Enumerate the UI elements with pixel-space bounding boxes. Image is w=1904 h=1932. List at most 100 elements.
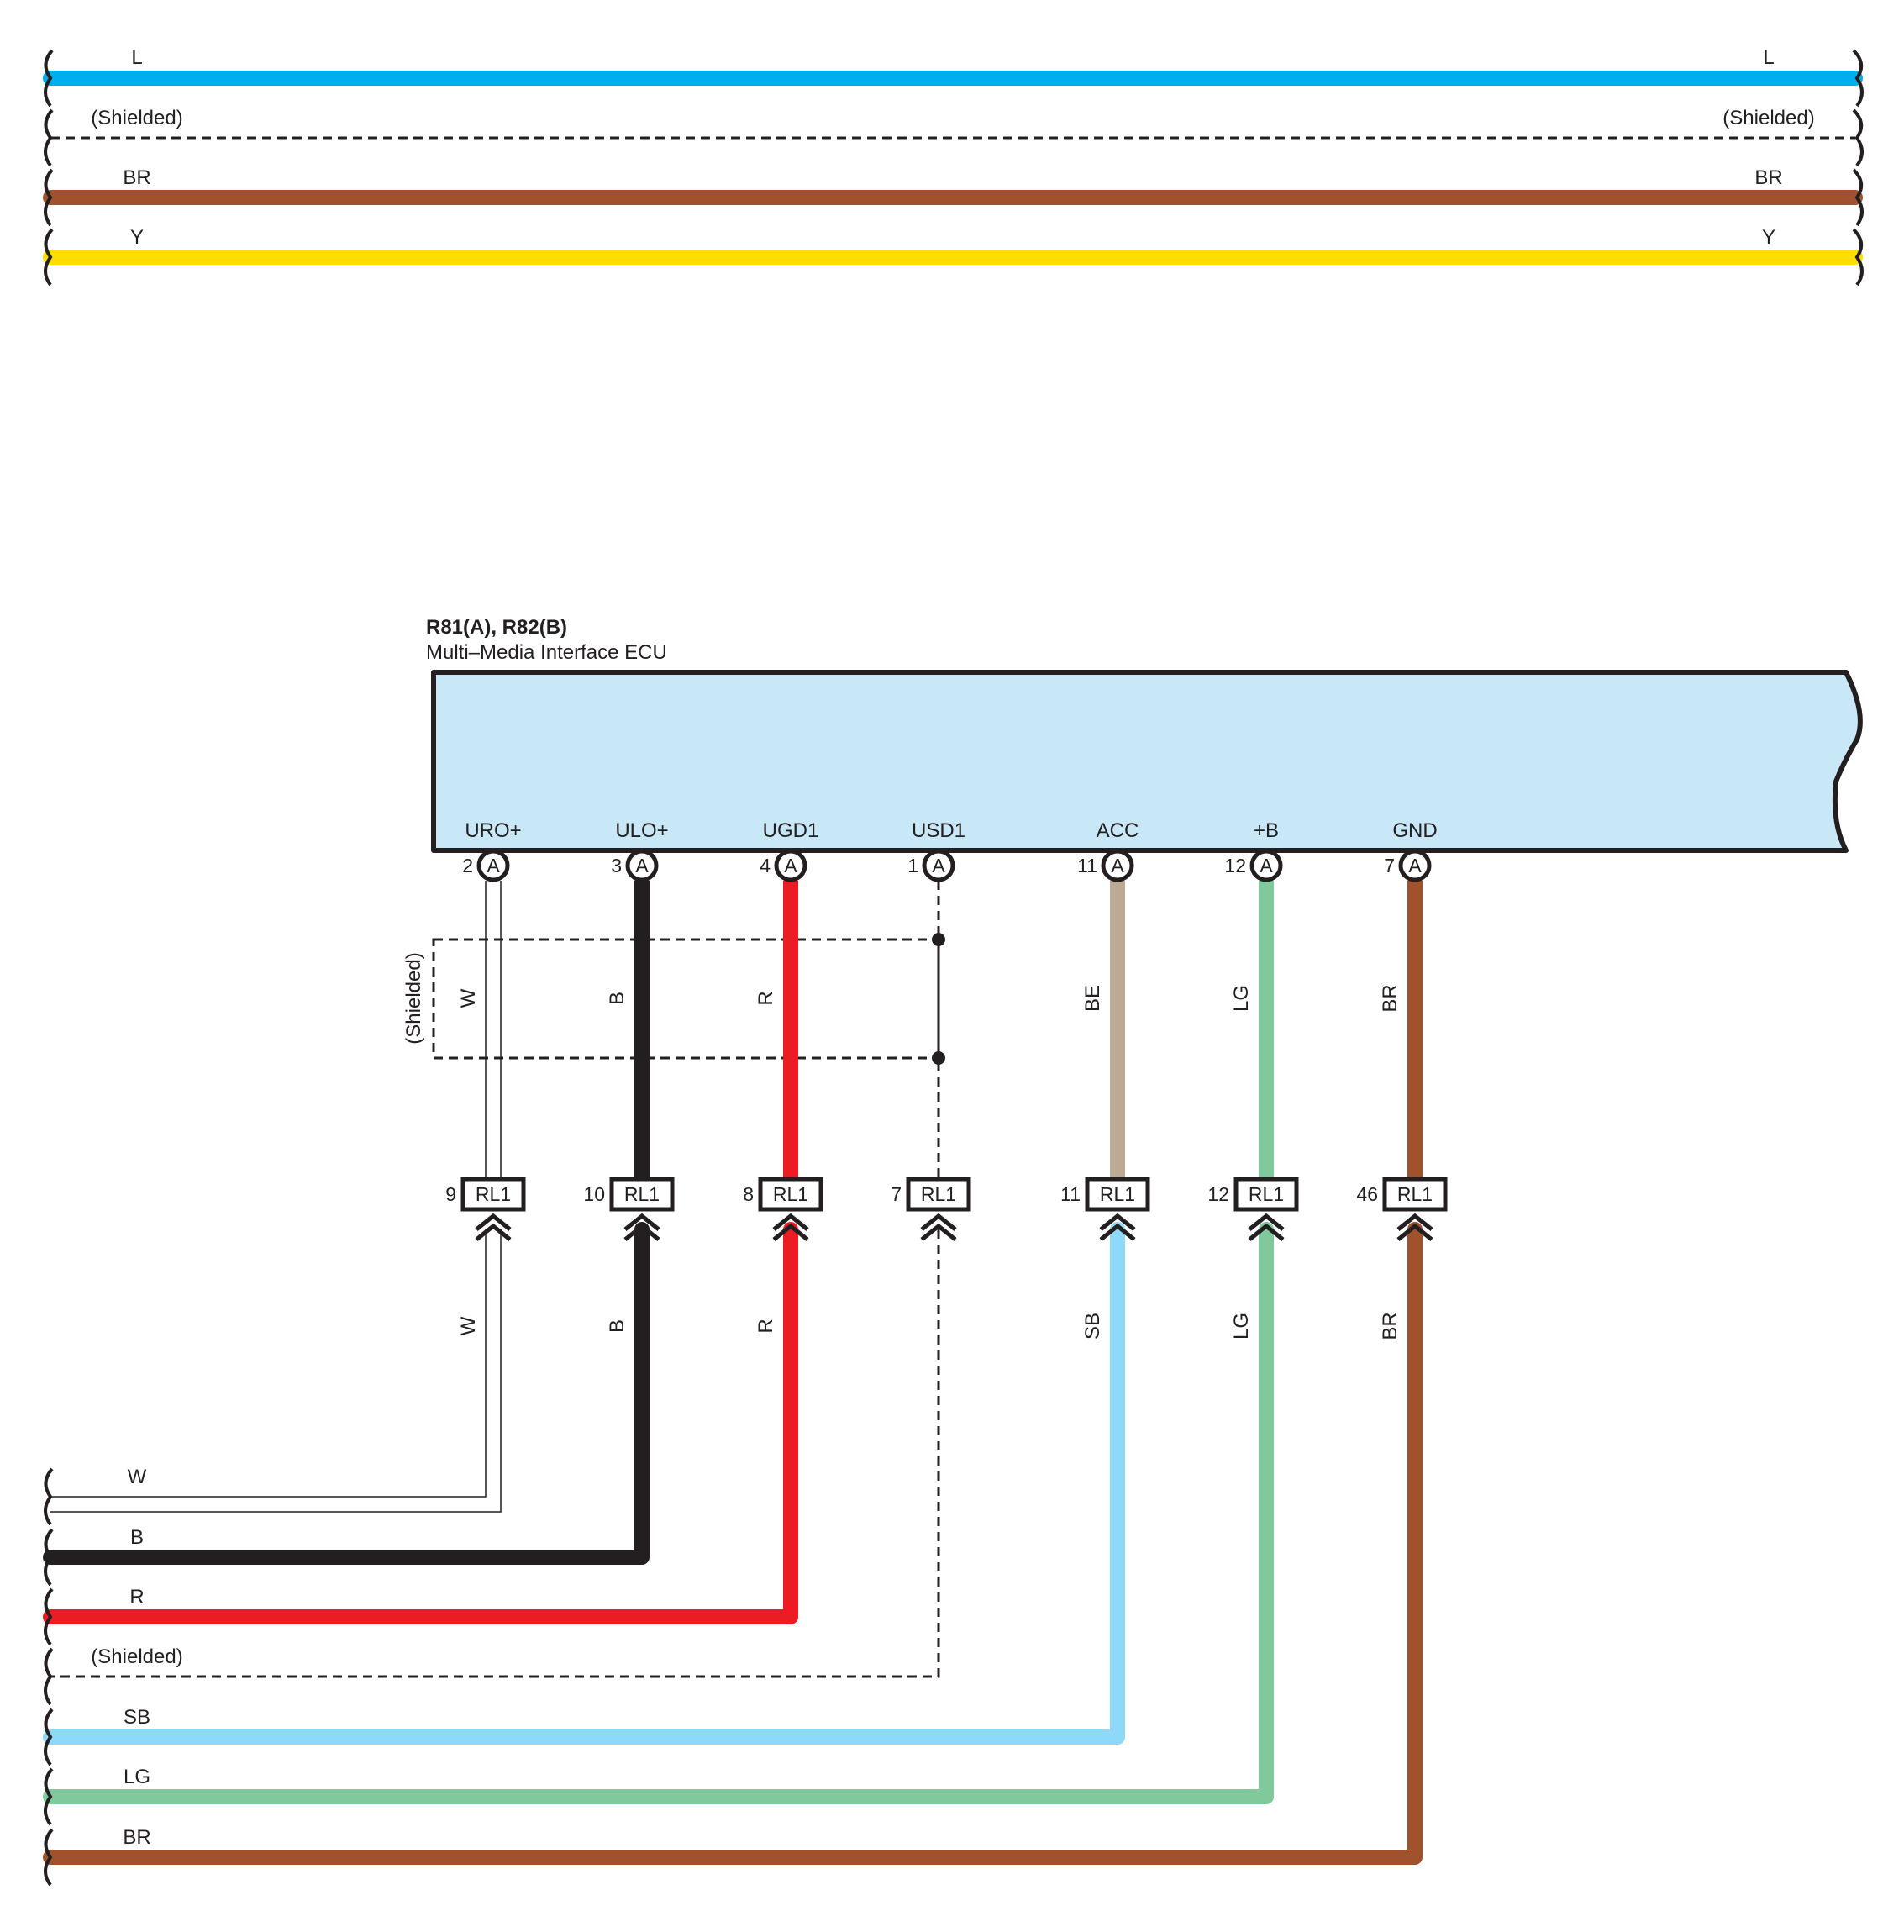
rl-pin-usd1: 7 xyxy=(891,1183,902,1205)
wire-bottom-uro-edge-left xyxy=(50,1229,487,1498)
ecu-terminals: URO+A2WWRL19ULO+A3BBRL110UGD1A4RRRL18USD… xyxy=(445,819,1448,1340)
bus-label-usd1: (Shielded) xyxy=(91,1645,182,1668)
top-wire-br-label-right: BR xyxy=(1754,166,1782,189)
terminal-circle-acc xyxy=(1101,849,1134,882)
terminal-name-usd1: USD1 xyxy=(912,819,965,842)
rl-connector-label-acc: RL1 xyxy=(1100,1183,1135,1205)
terminal-conn-gnd: A xyxy=(1408,855,1422,877)
rl-chevron-icon-ugd1 xyxy=(772,1213,809,1241)
wire-top-label-uro: W xyxy=(457,988,480,1008)
ecu-block: R81(A), R82(B) Multi–Media Interface ECU xyxy=(426,616,1863,853)
wire-bottom-acc xyxy=(43,1222,1125,1745)
wire-bottom-label-ugd1: R xyxy=(755,1319,777,1333)
shield-junction-bottom xyxy=(932,1051,945,1065)
terminal-conn-acc: A xyxy=(1111,855,1124,877)
top-wire-l-label-right: L xyxy=(1763,46,1774,69)
wire-bottom-label-b: LG xyxy=(1230,1313,1253,1340)
wire-bottom-label-gnd: BR xyxy=(1379,1312,1402,1340)
rl-connector-label-ugd1: RL1 xyxy=(773,1183,808,1205)
terminal-pin-usd1: 1 xyxy=(907,855,918,877)
wire-bottom-ugd1 xyxy=(43,1222,798,1624)
rl-connector-label-ulo: RL1 xyxy=(624,1183,660,1205)
bus-label-ugd1: R xyxy=(129,1586,144,1608)
top-break-mark-right xyxy=(1852,49,1864,287)
terminal-name-acc: ACC xyxy=(1097,819,1139,842)
terminal-pin-acc: 11 xyxy=(1077,855,1097,877)
wire-top-label-b: LG xyxy=(1230,985,1253,1012)
bus-label-b: LG xyxy=(124,1766,150,1788)
wire-bottom-usd1 xyxy=(50,1229,940,1678)
wire-bottom-label-ulo: B xyxy=(606,1319,629,1333)
terminal-conn-uro: A xyxy=(487,855,500,877)
terminal-circle-uro xyxy=(476,849,510,882)
rl-pin-ulo: 10 xyxy=(583,1183,605,1205)
rl-connector-label-gnd: RL1 xyxy=(1397,1183,1433,1205)
bus-label-uro: W xyxy=(128,1466,147,1488)
bus-label-acc: SB xyxy=(124,1706,150,1729)
terminal-name-b: +B xyxy=(1254,819,1279,842)
top-wire-shielded-label-right: (Shielded) xyxy=(1723,107,1814,129)
terminal-name-ugd1: UGD1 xyxy=(763,819,819,842)
terminal-pin-gnd: 7 xyxy=(1384,855,1395,877)
wire-bottom-label-uro: W xyxy=(457,1316,480,1335)
wire-bottom-ulo xyxy=(43,1222,650,1565)
rl-chevron-icon-usd1 xyxy=(920,1213,957,1241)
rl-connector-box-uro xyxy=(460,1177,526,1212)
rl-connector-box-gnd xyxy=(1382,1177,1448,1212)
rl-pin-b: 12 xyxy=(1207,1183,1229,1205)
ecu-title: R81(A), R82(B) xyxy=(426,616,567,639)
shield-group: (Shielded) xyxy=(402,933,945,1065)
top-harness: L L (Shielded) (Shielded) BR BR Y Y xyxy=(43,46,1864,287)
rl-chevron-icon-uro xyxy=(475,1213,512,1241)
terminal-name-uro: URO+ xyxy=(465,819,521,842)
rl-connector-label-b: RL1 xyxy=(1249,1183,1284,1205)
terminal-conn-ulo: A xyxy=(635,855,649,877)
shield-box xyxy=(432,938,940,1060)
rl-pin-acc: 11 xyxy=(1060,1183,1081,1205)
terminal-circle-usd1 xyxy=(922,849,955,882)
terminal-pin-b: 12 xyxy=(1224,855,1246,877)
terminal-pin-uro: 2 xyxy=(462,855,473,877)
ecu-box xyxy=(431,670,1863,853)
top-wire-y-label-right: Y xyxy=(1762,226,1775,249)
terminal-conn-usd1: A xyxy=(932,855,945,877)
ecu-wires xyxy=(43,881,1423,1865)
rl-connector-label-uro: RL1 xyxy=(476,1183,511,1205)
top-wire-br-label-left: BR xyxy=(123,166,150,189)
rl-chevron-icon-b xyxy=(1248,1213,1285,1241)
top-break-mark-left xyxy=(44,49,54,287)
wire-bottom-gnd xyxy=(43,1222,1423,1865)
terminal-conn-b: A xyxy=(1260,855,1273,877)
rl-connector-box-b xyxy=(1233,1177,1299,1212)
terminal-circle-ulo xyxy=(625,849,659,882)
rl-chevron-icon-acc xyxy=(1099,1213,1136,1241)
rl-connector-box-ugd1 xyxy=(758,1177,823,1212)
terminal-pin-ugd1: 4 xyxy=(760,855,771,877)
wire-bottom-uro-edge-right xyxy=(50,1229,502,1513)
terminal-pin-ulo: 3 xyxy=(611,855,622,877)
wire-top-label-gnd: BR xyxy=(1379,984,1402,1012)
rl-connector-label-usd1: RL1 xyxy=(921,1183,956,1205)
shield-label: (Shielded) xyxy=(402,952,425,1044)
bus-label-gnd: BR xyxy=(123,1826,150,1849)
top-wire-l-label-left: L xyxy=(131,46,142,69)
wire-top-label-ugd1: R xyxy=(755,991,777,1005)
rl-pin-ugd1: 8 xyxy=(743,1183,754,1205)
rl-connector-box-ulo xyxy=(609,1177,675,1212)
wire-top-label-ulo: B xyxy=(606,992,629,1005)
rl-connector-box-acc xyxy=(1085,1177,1150,1212)
shield-junction-top xyxy=(932,933,945,946)
top-wire-shielded-label-left: (Shielded) xyxy=(91,107,182,129)
top-wire-y-label-left: Y xyxy=(130,226,144,249)
bottom-break-mark-left xyxy=(44,1467,54,1887)
rl-chevron-icon-gnd xyxy=(1396,1213,1433,1241)
rl-connector-box-usd1 xyxy=(906,1177,971,1212)
terminal-name-gnd: GND xyxy=(1392,819,1437,842)
rl-pin-gnd: 46 xyxy=(1356,1183,1378,1205)
wire-bottom-b xyxy=(43,1222,1274,1804)
wire-bottom-label-acc: SB xyxy=(1081,1313,1104,1340)
wire-top-label-acc: BE xyxy=(1081,985,1104,1012)
